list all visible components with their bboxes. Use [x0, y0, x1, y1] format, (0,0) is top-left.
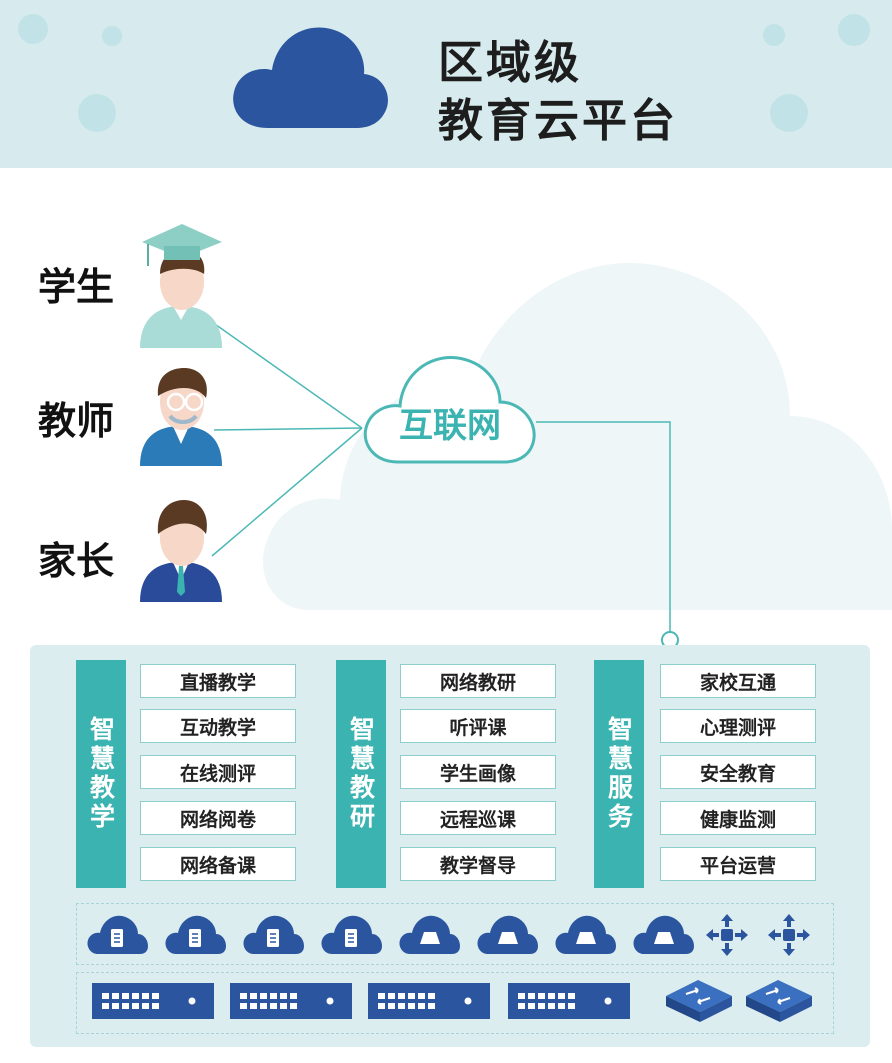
service-item[interactable]: 平台运营 — [660, 847, 816, 881]
decor-dot — [763, 24, 785, 46]
cloud-storage-icon — [87, 915, 148, 954]
service-item[interactable]: 网络备课 — [140, 847, 296, 881]
decor-dot — [770, 94, 808, 132]
cloud-icon — [233, 27, 388, 128]
column-title-smart-service: 智慧服务 — [594, 660, 644, 888]
service-item[interactable]: 远程巡课 — [400, 801, 556, 835]
network-hub-icon — [768, 914, 810, 956]
service-item[interactable]: 听评课 — [400, 709, 556, 743]
user-label-teacher: 教师 — [38, 399, 115, 443]
teacher-avatar-icon — [140, 368, 222, 466]
user-label-parent: 家长 — [38, 539, 115, 583]
service-item[interactable]: 网络教研 — [400, 664, 556, 698]
title-line-2: 教育云平台 — [438, 94, 679, 147]
service-item[interactable]: 家校互通 — [660, 664, 816, 698]
network-hub-icon — [706, 914, 748, 956]
network-switch-icon — [666, 980, 732, 1022]
decor-dot — [18, 14, 48, 44]
decor-dot — [78, 94, 116, 132]
server-rack-icon — [92, 983, 214, 1019]
parent-avatar-icon — [140, 500, 222, 602]
cloud-storage-icon — [165, 915, 226, 954]
user-label-student: 学生 — [38, 265, 115, 309]
column-title-text: 智慧教学 — [86, 716, 116, 832]
decor-dot — [838, 14, 870, 46]
server-rack-icon — [508, 983, 630, 1019]
header-banner: 区域级 教育云平台 — [0, 0, 892, 168]
hardware-row — [76, 972, 834, 1034]
service-item[interactable]: 学生画像 — [400, 755, 556, 789]
cloud-resources-row — [76, 903, 834, 965]
title-line-1: 区域级 — [438, 36, 583, 89]
column-title-smart-teaching: 智慧教学 — [76, 660, 126, 888]
service-item[interactable]: 健康监测 — [660, 801, 816, 835]
service-item[interactable]: 心理测评 — [660, 709, 816, 743]
cloud-drive-icon — [555, 915, 616, 954]
internet-cloud-icon — [363, 356, 536, 464]
service-item[interactable]: 直播教学 — [140, 664, 296, 698]
internet-label: 互联网 — [399, 406, 501, 446]
column-title-smart-research: 智慧教研 — [336, 660, 386, 888]
cloud-drive-icon — [477, 915, 538, 954]
cloud-drive-icon — [633, 915, 694, 954]
cloud-storage-icon — [243, 915, 304, 954]
service-item[interactable]: 教学督导 — [400, 847, 556, 881]
network-switch-icon — [746, 980, 812, 1022]
service-item[interactable]: 在线测评 — [140, 755, 296, 789]
student-avatar-icon — [140, 224, 222, 348]
service-item[interactable]: 网络阅卷 — [140, 801, 296, 835]
service-item[interactable]: 安全教育 — [660, 755, 816, 789]
background-cloud — [263, 263, 892, 610]
decor-dot — [102, 26, 122, 46]
column-title-text: 智慧教研 — [346, 716, 376, 832]
server-rack-icon — [368, 983, 490, 1019]
cloud-storage-icon — [321, 915, 382, 954]
cloud-drive-icon — [399, 915, 460, 954]
server-rack-icon — [230, 983, 352, 1019]
service-item[interactable]: 互动教学 — [140, 709, 296, 743]
column-title-text: 智慧服务 — [604, 716, 634, 832]
